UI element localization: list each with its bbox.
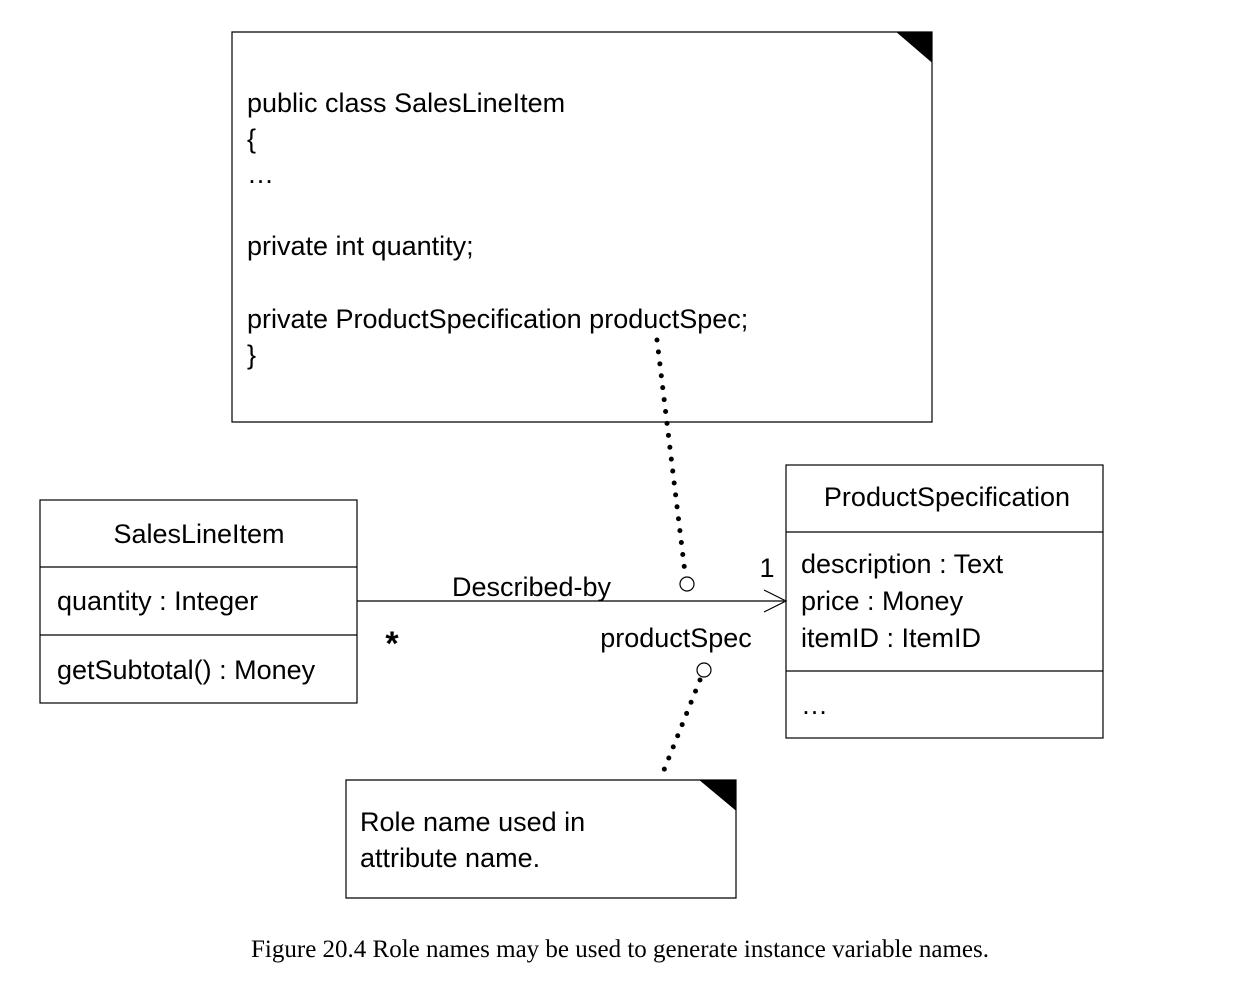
navigability-arrow-icon	[763, 589, 788, 613]
class-operation: getSubtotal() : Money	[57, 655, 316, 685]
class-name: SalesLineItem	[113, 519, 284, 549]
code-line: private int quantity;	[247, 231, 474, 261]
code-note-corner-fold	[895, 31, 933, 64]
multiplicity-source: *	[385, 625, 399, 663]
code-line: }	[247, 340, 256, 370]
class-name: ProductSpecification	[824, 482, 1070, 512]
code-line: …	[247, 159, 274, 189]
class-attribute: description : Text	[801, 549, 1004, 579]
multiplicity-target: 1	[759, 553, 774, 583]
class-sales-line-item: SalesLineItem quantity : Integer getSubt…	[39, 499, 358, 704]
code-line: public class SalesLineItem	[247, 88, 565, 118]
role-note-box	[345, 779, 737, 899]
class-sales-line-item-box	[39, 499, 358, 704]
class-attribute: quantity : Integer	[57, 586, 258, 616]
role-note-corner-fold	[698, 779, 737, 812]
figure-caption: Figure 20.4 Role names may be used to ge…	[251, 936, 989, 963]
role-note-line: Role name used in	[360, 807, 585, 837]
class-operation: …	[801, 690, 828, 720]
class-product-specification: ProductSpecification description : Text …	[785, 464, 1104, 739]
role-note: Role name used in attribute name.	[345, 779, 737, 899]
code-note-box	[231, 31, 933, 423]
association-described-by: Described-by * 1 productSpec	[357, 553, 788, 663]
class-attribute: price : Money	[801, 586, 964, 616]
association-name: Described-by	[452, 572, 612, 602]
connector-anchor-circle	[679, 576, 695, 592]
connector-anchor-circle	[696, 662, 712, 678]
code-line: {	[247, 124, 256, 154]
class-product-specification-box	[785, 464, 1104, 739]
code-note: public class SalesLineItem { … private i…	[231, 31, 933, 423]
role-name: productSpec	[600, 623, 752, 653]
code-line: private ProductSpecification productSpec…	[247, 304, 748, 334]
role-note-line: attribute name.	[360, 843, 540, 873]
class-attribute: itemID : ItemID	[801, 623, 981, 653]
role-note-connector	[659, 677, 703, 778]
